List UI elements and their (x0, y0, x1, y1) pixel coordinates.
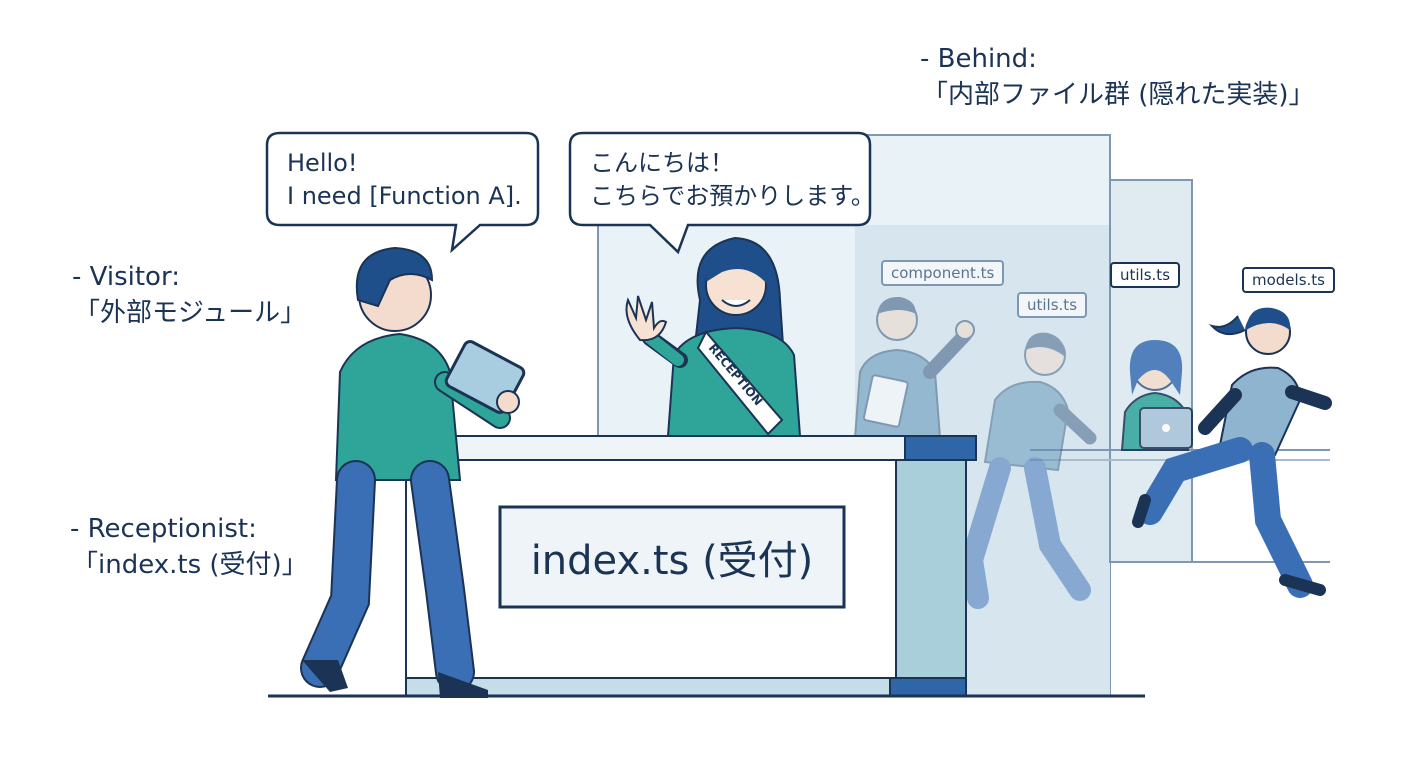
worker-clipboard (853, 296, 975, 439)
worker-running (1132, 307, 1332, 598)
receptionist-figure (625, 236, 802, 437)
visitor-label-title: - Visitor: (72, 262, 180, 292)
worker-walking (960, 332, 1097, 609)
receptionist-bubble-line1: こんにちは！ (590, 149, 734, 177)
file-tag-utils: utils.ts (1110, 262, 1181, 288)
worker-laptop (1120, 340, 1193, 451)
visitor-bubble-line2: I need [Function A]. (287, 182, 522, 210)
visitor-speech-bubble (265, 131, 540, 254)
visitor-figure (300, 246, 526, 698)
file-tag-component: component.ts (881, 260, 1005, 286)
receptionist-label-desc: 「index.ts (受付)」 (72, 550, 308, 580)
file-tag-models: models.ts (1242, 267, 1335, 293)
receptionist-bubble-line2: こちらでお預かりします。 (590, 182, 875, 210)
file-tag-utils-faded: utils.ts (1017, 292, 1088, 318)
reception-desk (405, 435, 977, 697)
behind-label-title: - Behind: (920, 44, 1037, 74)
visitor-bubble-line1: Hello! (287, 149, 358, 177)
visitor-label-desc: 「外部モジュール」 (74, 298, 307, 328)
receptionist-speech-bubble (568, 131, 872, 255)
desk-sign-text: index.ts (受付) (530, 538, 814, 584)
behind-label-desc: 「内部ファイル群 (隠れた実装)」 (922, 80, 1315, 110)
receptionist-label-title: - Receptionist: (70, 514, 257, 544)
